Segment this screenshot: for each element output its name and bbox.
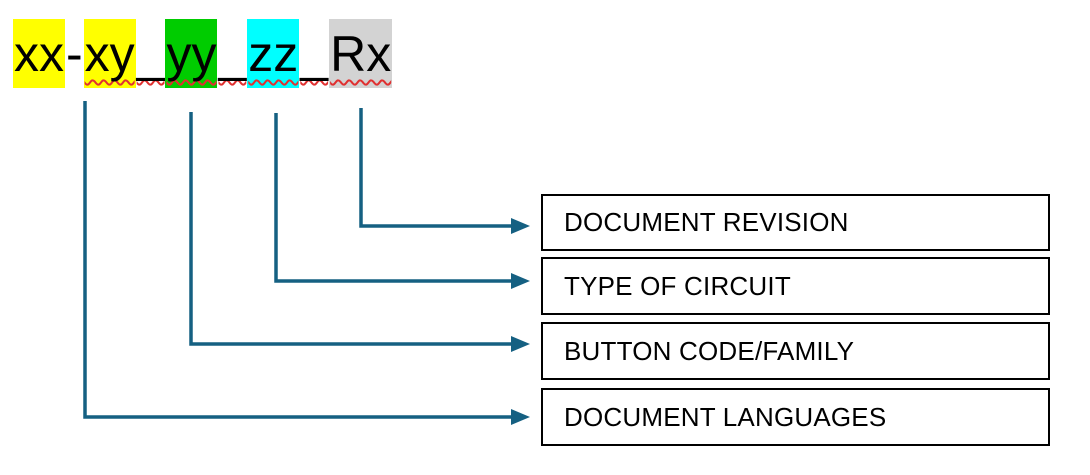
arrow-xxxy-to-document-languages bbox=[83, 101, 512, 419]
arrowhead-icon bbox=[511, 218, 530, 234]
label-box-document-languages: DOCUMENT LANGUAGES bbox=[541, 388, 1050, 446]
segment-underscore: _ bbox=[300, 26, 329, 82]
segment-xx: xx bbox=[13, 19, 65, 88]
segment-zz: zz bbox=[247, 19, 300, 88]
filename-pattern: xx-xy_yy_zz_Rx bbox=[13, 19, 393, 88]
misspelled-region: xy_yy_zz_Rx bbox=[83, 19, 393, 88]
label-box-type-of-circuit: TYPE OF CIRCUIT bbox=[541, 257, 1050, 315]
segment-underscore: _ bbox=[218, 26, 247, 82]
arrowhead-icon bbox=[511, 336, 530, 352]
label-box-button-code-family: BUTTON CODE/FAMILY bbox=[541, 322, 1050, 380]
arrow-zz-to-type-of-circuit bbox=[274, 113, 512, 283]
label-text-type-of-circuit: TYPE OF CIRCUIT bbox=[564, 270, 791, 301]
arrowhead-icon bbox=[511, 409, 530, 425]
label-box-document-revision: DOCUMENT REVISION bbox=[541, 194, 1050, 251]
segment-yy: yy bbox=[165, 19, 218, 88]
label-text-button-code-family: BUTTON CODE/FAMILY bbox=[564, 335, 855, 366]
label-text-document-revision: DOCUMENT REVISION bbox=[564, 207, 849, 237]
segment-xy: xy bbox=[83, 19, 136, 88]
segment-underscore: _ bbox=[136, 26, 165, 82]
arrow-rx-to-document-revision bbox=[359, 108, 512, 228]
arrowhead-icon bbox=[511, 273, 530, 289]
label-text-document-languages: DOCUMENT LANGUAGES bbox=[564, 401, 887, 432]
segment-rx: Rx bbox=[329, 19, 393, 88]
arrow-yy-to-button-code-family bbox=[189, 112, 512, 346]
segment-hyphen: - bbox=[66, 26, 83, 82]
